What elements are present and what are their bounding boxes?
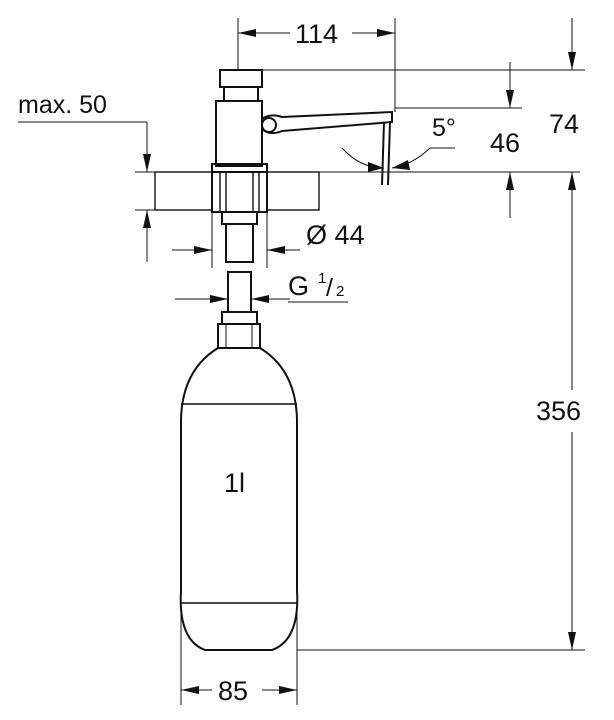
dimension-74-label: 74	[549, 109, 579, 139]
dimension-85: 85	[180, 600, 298, 706]
dimension-thread: G 1 / 2	[175, 270, 348, 303]
dispenser-shank	[211, 171, 268, 263]
dimension-max-50-label: max. 50	[18, 91, 107, 119]
dimension-thread-numerator: 1	[318, 270, 326, 287]
bottle-capacity-label: 1l	[224, 468, 245, 498]
dimension-thread-prefix: G	[288, 271, 309, 301]
supply-tube	[217, 271, 261, 349]
dimension-diameter: Ø 44	[172, 212, 365, 268]
dimension-356-label: 356	[536, 396, 581, 426]
dimension-thread-denominator: 2	[336, 283, 344, 300]
dimension-356: 356	[297, 172, 585, 651]
dimension-74: 74	[262, 18, 585, 230]
dimension-max-50: max. 50	[18, 91, 151, 262]
dimension-85-label: 85	[218, 676, 248, 706]
dimension-46: 46	[395, 62, 522, 218]
dimension-thread-slash: /	[326, 274, 333, 302]
soap-bottle: 1l	[179, 347, 299, 651]
dimension-114-label: 114	[295, 19, 338, 49]
dimension-46-label: 46	[490, 128, 520, 158]
dispenser-head	[211, 69, 393, 186]
dimension-114: 114	[237, 18, 396, 112]
countertop-section	[135, 171, 580, 211]
dimension-angle: 5°	[341, 114, 456, 172]
dimension-angle-label: 5°	[432, 114, 456, 142]
dimension-diameter-label: Ø 44	[306, 220, 365, 250]
